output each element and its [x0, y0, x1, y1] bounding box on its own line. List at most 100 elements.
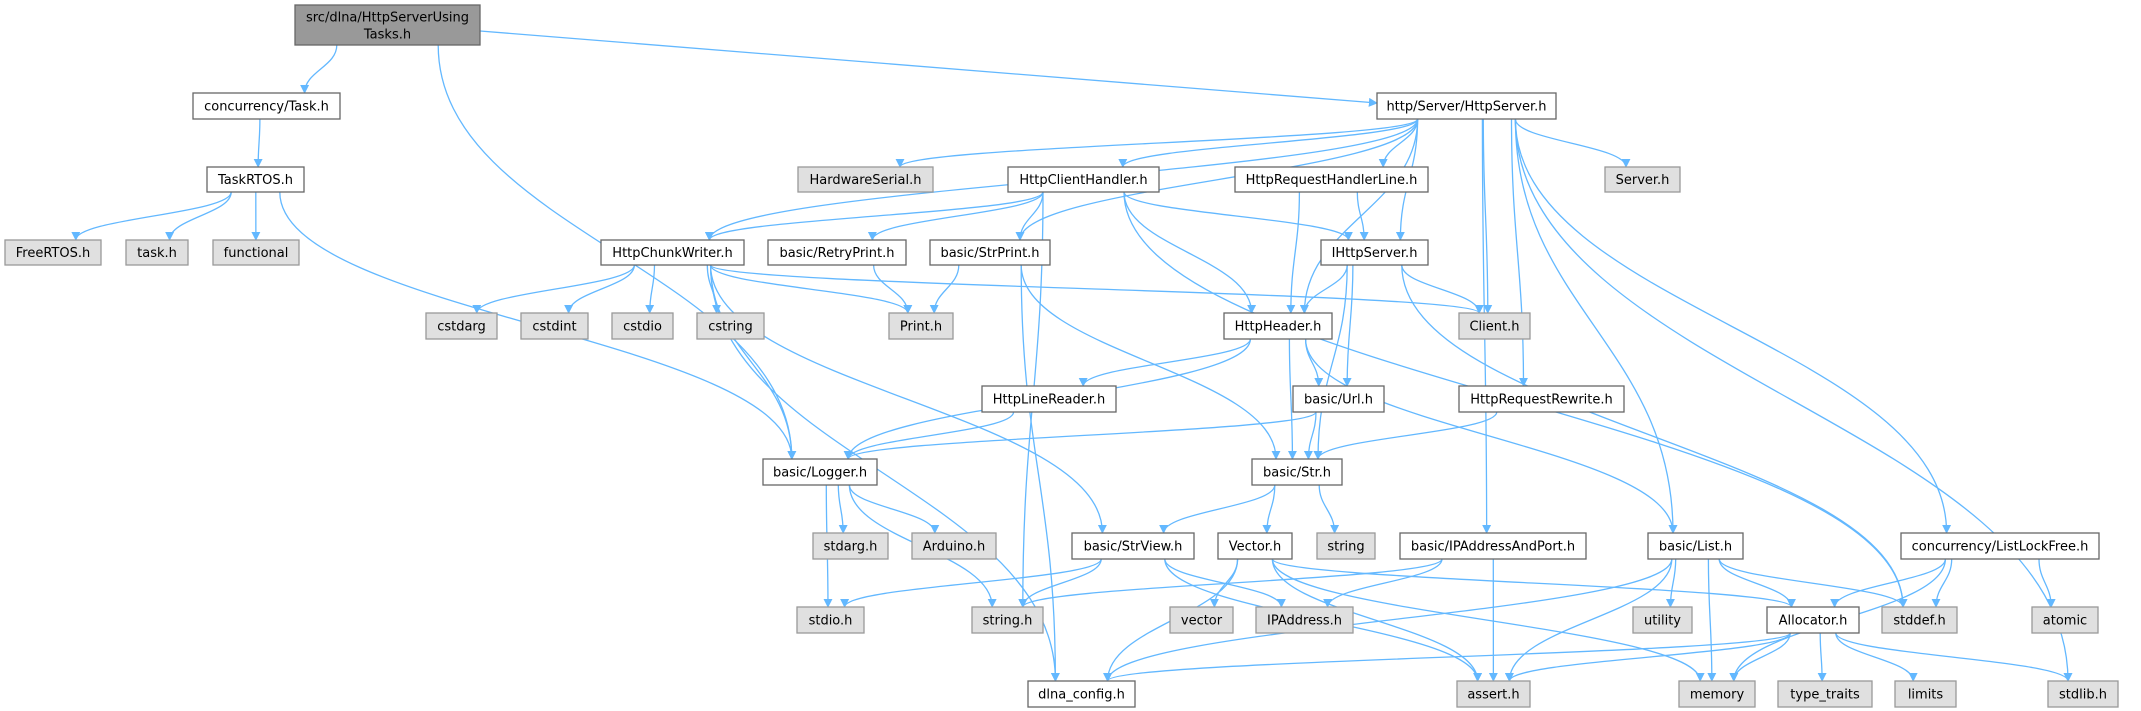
node-chunkwriter[interactable]: HttpChunkWriter.h	[600, 239, 745, 266]
node-ipaddress: IPAddress.h	[1255, 606, 1354, 634]
node-label: utility	[1644, 614, 1681, 629]
node-functional: functional	[212, 239, 300, 266]
edge-allocator-to-assert	[1505, 632, 1791, 682]
edge-line	[1342, 264, 1354, 387]
edge-str-to-strview	[1159, 484, 1276, 534]
node-strprint[interactable]: basic/StrPrint.h	[929, 239, 1051, 266]
edge-clienthandler-to-strprint	[1015, 191, 1044, 241]
edge-reqhandlerline-to-httpheader	[1286, 191, 1301, 314]
node-box	[1007, 166, 1160, 193]
edge-line	[1303, 411, 1317, 460]
edge-line	[1318, 484, 1340, 534]
node-label: HttpHeader.h	[1235, 320, 1322, 335]
node-listlockfree[interactable]: concurrency/ListLockFree.h	[1900, 532, 2100, 560]
edge-line	[564, 264, 636, 314]
node-label: vector	[1181, 614, 1223, 629]
node-linereader[interactable]: HttpLineReader.h	[981, 385, 1117, 413]
node-box	[600, 239, 745, 266]
node-taskrtos[interactable]: TaskRTOS.h	[206, 166, 305, 193]
node-str[interactable]: basic/Str.h	[1251, 458, 1343, 486]
node-label: Print.h	[900, 320, 942, 335]
node-logger[interactable]: basic/Logger.h	[762, 458, 878, 486]
edge-line	[479, 30, 1378, 107]
edge-chunkwriter-to-printh	[709, 264, 913, 314]
node-box	[1678, 680, 1756, 708]
node-label: IPAddress.h	[1267, 614, 1342, 629]
edge-ipaddrport-to-stringh	[1018, 558, 1443, 608]
edge-line	[848, 484, 940, 534]
edge-line	[843, 411, 1317, 460]
node-strview[interactable]: basic/StrView.h	[1071, 532, 1195, 560]
edge-line	[1271, 558, 1483, 682]
node-box	[425, 312, 498, 340]
node-hwserial: HardwareSerial.h	[797, 166, 934, 193]
node-box	[981, 385, 1117, 413]
edge-httpserver-to-list	[1514, 118, 1678, 534]
edge-line	[872, 264, 913, 314]
node-allocator[interactable]: Allocator.h	[1766, 606, 1860, 634]
edge-list-to-stddef	[1718, 558, 1908, 608]
node-box	[125, 239, 189, 266]
edge-list-to-assert	[1504, 558, 1673, 682]
edge-ihttpserver-to-clienth	[1401, 264, 1484, 314]
node-box	[767, 239, 907, 266]
node-task[interactable]: concurrency/Task.h	[192, 92, 341, 120]
edge-line	[1118, 118, 1419, 168]
node-label: Client.h	[1469, 320, 1519, 335]
node-label: IHttpServer.h	[1332, 246, 1418, 261]
node-label: basic/Url.h	[1304, 393, 1373, 408]
edge-allocator-to-limits	[1835, 632, 1918, 682]
edge-line	[1665, 558, 1677, 608]
edge-line	[1159, 484, 1276, 534]
edge-line	[1514, 118, 1952, 534]
node-box	[206, 166, 305, 193]
edge-line	[867, 191, 1044, 241]
node-httpserver[interactable]: http/Server/HttpServer.h	[1376, 92, 1557, 120]
edge-line	[1401, 264, 1908, 608]
node-box	[1399, 532, 1587, 560]
edge-line	[1505, 632, 1791, 682]
node-box	[762, 458, 878, 486]
node-label: assert.h	[1467, 688, 1519, 703]
node-label: cstdarg	[437, 320, 486, 335]
edge-line	[1401, 264, 1484, 314]
edge-line	[1304, 338, 1324, 387]
node-list[interactable]: basic/List.h	[1647, 532, 1744, 560]
edge-httpserver-to-hwserial	[895, 118, 1419, 168]
node-label: HttpRequestHandlerLine.h	[1246, 173, 1418, 188]
node-label: atomic	[2043, 614, 2087, 629]
edge-url-to-str	[1303, 411, 1317, 460]
edge-line	[1718, 558, 1908, 608]
edge-chunkwriter-to-cstdio	[645, 264, 656, 314]
edge-list-to-memory	[1707, 558, 1717, 682]
node-reqhandlerline[interactable]: HttpRequestHandlerLine.h	[1234, 166, 1429, 193]
edge-line	[1835, 632, 1918, 682]
node-vectorh[interactable]: Vector.h	[1217, 532, 1293, 560]
node-clienthandler[interactable]: HttpClientHandler.h	[1007, 166, 1160, 193]
node-box	[192, 92, 341, 120]
edge-allocator-to-typetraits	[1817, 632, 1827, 682]
edge-strprint-to-dlnaconfig	[1020, 264, 1060, 682]
node-box	[1458, 385, 1625, 413]
node-ihttpserver[interactable]: IHttpServer.h	[1320, 239, 1429, 266]
edge-httpheader-to-linereader	[1078, 338, 1252, 387]
edge-linereader-to-logger	[843, 411, 1015, 460]
edge-vectorh-to-assert	[1271, 558, 1483, 682]
node-httpheader[interactable]: HttpHeader.h	[1223, 312, 1333, 340]
node-box	[1255, 606, 1354, 634]
node-retryprint[interactable]: basic/RetryPrint.h	[767, 239, 907, 266]
node-label: cstdint	[532, 320, 576, 335]
node-dlnaconfig[interactable]: dlna_config.h	[1027, 680, 1136, 708]
node-label: Vector.h	[1229, 540, 1282, 555]
edge-line	[1015, 191, 1044, 241]
node-box	[1217, 532, 1293, 560]
node-stdlib: stdlib.h	[2047, 680, 2119, 708]
edge-reqrewrite-to-str	[1313, 411, 1498, 460]
node-ipaddrport[interactable]: basic/IPAddressAndPort.h	[1399, 532, 1587, 560]
edge-line	[705, 191, 1044, 241]
node-label: type_traits	[1790, 688, 1860, 703]
edge-ihttpserver-to-httpheader	[1299, 264, 1348, 314]
node-url[interactable]: basic/Url.h	[1292, 385, 1385, 413]
node-reqrewrite[interactable]: HttpRequestRewrite.h	[1458, 385, 1625, 413]
